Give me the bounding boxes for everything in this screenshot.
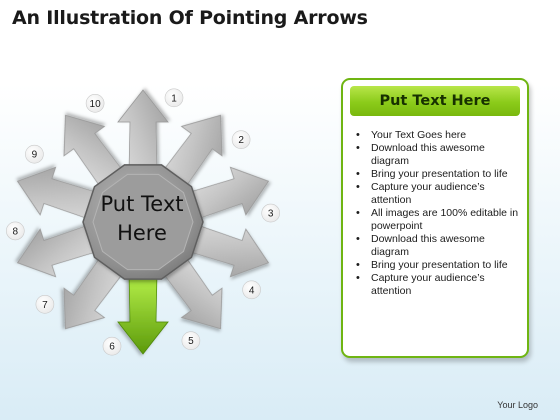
center-label-line1: Put Text: [100, 192, 184, 216]
arrow-number-9: 9: [32, 150, 38, 161]
arrow-label-bg-7: [35, 294, 55, 314]
slide-title: An Illustration Of Pointing Arrows: [12, 7, 368, 29]
arrow-number-10: 10: [90, 99, 102, 110]
arrow-label-bg-10: [85, 94, 105, 113]
bullet-item: Capture your audience’s attention: [353, 272, 525, 298]
arrow-number-4: 4: [249, 285, 255, 296]
center-hub-inner: [92, 173, 194, 271]
arrow-label-bg-5: [181, 331, 201, 351]
center-label-line2: Here: [117, 221, 167, 245]
arrow-number-8: 8: [13, 226, 19, 237]
bullet-item: Capture your audience’s attention: [353, 181, 525, 207]
arrow-number-1: 1: [171, 93, 177, 104]
logo-text: Your Logo: [497, 400, 538, 410]
arrow-number-3: 3: [268, 209, 274, 220]
bullet-list: Your Text Goes here Download this awesom…: [353, 129, 525, 298]
arrow-label-bg-2: [231, 130, 251, 149]
arrow-label-bg-3: [261, 203, 281, 223]
center-label: Put Text Here: [86, 190, 198, 248]
bullet-item: Download this awesome diagram: [353, 233, 525, 259]
arrow-label-bg-6: [102, 336, 122, 356]
arrow-number-5: 5: [188, 336, 194, 347]
bullet-item: All images are 100% editable in powerpoi…: [353, 207, 525, 233]
bullet-item: Your Text Goes here: [353, 129, 525, 142]
arrow-number-6: 6: [109, 342, 115, 353]
arrow-label-bg-8: [6, 221, 25, 241]
text-panel: Put Text Here Your Text Goes here Downlo…: [341, 78, 529, 358]
bullet-item: Bring your presentation to life: [353, 168, 525, 181]
arrow-label-bg-1: [164, 88, 184, 108]
arrow-number-7: 7: [42, 300, 48, 311]
panel-header: Put Text Here: [350, 86, 520, 116]
bullet-item: Download this awesome diagram: [353, 142, 525, 168]
arrow-number-2: 2: [238, 135, 244, 146]
arrow-label-bg-9: [25, 144, 44, 164]
bullet-item: Bring your presentation to life: [353, 259, 525, 272]
arrow-label-bg-4: [242, 280, 261, 300]
